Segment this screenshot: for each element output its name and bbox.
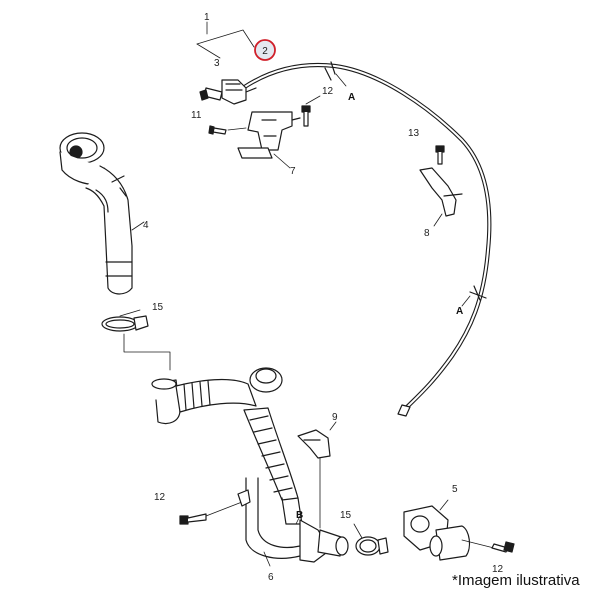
marker-a-top: A [348, 92, 355, 103]
callout-6: 6 [268, 572, 274, 583]
clamp-15-lower [353, 523, 389, 556]
fitting-part-5 [403, 499, 495, 561]
disclaimer-text: *Imagem ilustrativa [452, 572, 580, 589]
callout-2: 2 [262, 46, 268, 57]
highlight-ring [254, 39, 276, 61]
lower-hose-part-6 [151, 367, 349, 567]
callout-12-left: 12 [154, 492, 166, 503]
callout-3: 3 [214, 58, 220, 69]
bolt-12-right [491, 541, 515, 553]
bolt-11 [208, 125, 227, 135]
callout-9: 9 [332, 412, 338, 423]
callout-1: 1 [204, 12, 210, 23]
breather-hose [240, 61, 492, 417]
leader-1 [196, 21, 255, 59]
bracket-part-9 [297, 421, 337, 529]
callout-11: 11 [191, 110, 202, 121]
filler-neck-part-4 [59, 132, 145, 295]
bolt-12-left [179, 489, 251, 525]
bolt-12-top [301, 95, 321, 127]
bracket-part-7 [227, 111, 301, 169]
bracket-part-8 [419, 167, 463, 227]
marker-b: B [296, 510, 303, 521]
marker-a-bottom: A [456, 306, 463, 317]
callout-15-lower: 15 [340, 510, 352, 521]
clamp-15-upper [101, 309, 171, 371]
callout-12-top: 12 [322, 86, 334, 97]
callout-15-upper: 15 [152, 302, 164, 313]
valve-part-3 [199, 79, 257, 105]
callout-4: 4 [143, 220, 149, 231]
bolt-13 [435, 145, 445, 165]
callout-7: 7 [290, 166, 296, 177]
callout-8: 8 [424, 228, 430, 239]
callout-13: 13 [408, 128, 420, 139]
callout-12-right: 12 [492, 564, 504, 575]
callout-5: 5 [452, 484, 458, 495]
